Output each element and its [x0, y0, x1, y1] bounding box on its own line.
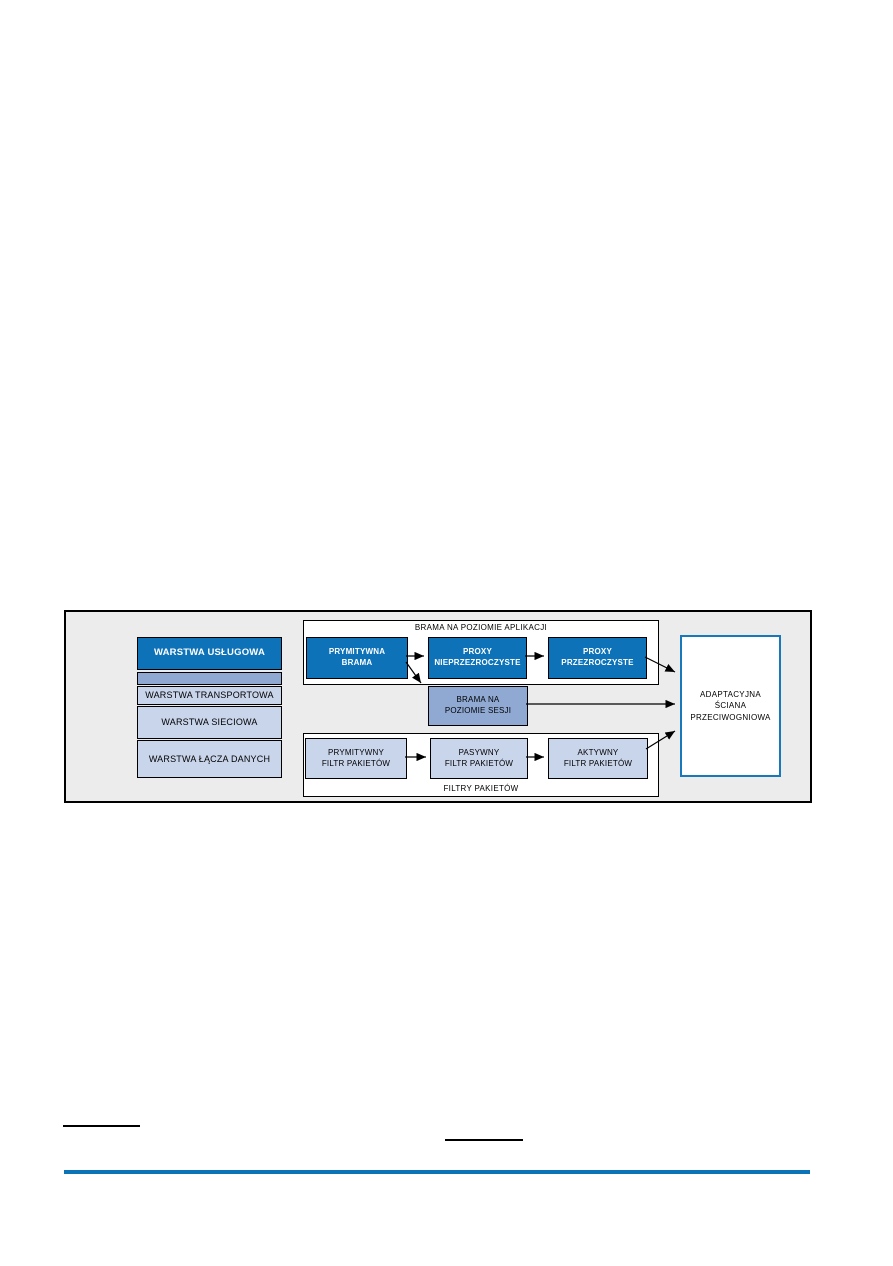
node-pasywny-filtr-pakietow: PASYWNY FILTR PAKIETÓW — [430, 738, 528, 779]
layer-empty-strip — [137, 672, 282, 685]
layer-warstwa-sieciowa: WARSTWA SIECIOWA — [137, 706, 282, 739]
node-prymitywna-brama: PRYMITYWNA BRAMA — [306, 637, 408, 679]
node-aktywny-filtr-pakietow: AKTYWNY FILTR PAKIETÓW — [548, 738, 648, 779]
firewall-diagram-frame: WARSTWA USŁUGOWA WARSTWA TRANSPORTOWA WA… — [64, 610, 812, 803]
node-proxy-przezroczyste: PROXY PRZEZROCZYSTE — [548, 637, 647, 679]
layer-warstwa-uslugowa: WARSTWA USŁUGOWA — [137, 637, 282, 670]
application-gateway-group-label: BRAMA NA POZIOMIE APLIKACJI — [414, 623, 548, 632]
layer-warstwa-transportowa: WARSTWA TRANSPORTOWA — [137, 686, 282, 705]
footnote-rule-left — [63, 1125, 140, 1127]
node-brama-na-poziomie-sesji: BRAMA NA POZIOMIE SESJI — [428, 686, 528, 726]
footnote-rule-center — [445, 1139, 523, 1141]
node-prymitywny-filtr-pakietow: PRYMITYWNY FILTR PAKIETÓW — [305, 738, 407, 779]
node-adaptacyjna-sciana-przeciwogniowa: ADAPTACYJNA ŚCIANA PRZECIWOGNIOWA — [680, 635, 781, 777]
footer-divider-rule — [64, 1170, 810, 1174]
packet-filter-group-label: FILTRY PAKIETÓW — [443, 784, 519, 793]
layer-warstwa-lacza-danych: WARSTWA ŁĄCZA DANYCH — [137, 740, 282, 778]
node-proxy-nieprzezroczyste: PROXY NIEPRZEZROCZYSTE — [428, 637, 527, 679]
